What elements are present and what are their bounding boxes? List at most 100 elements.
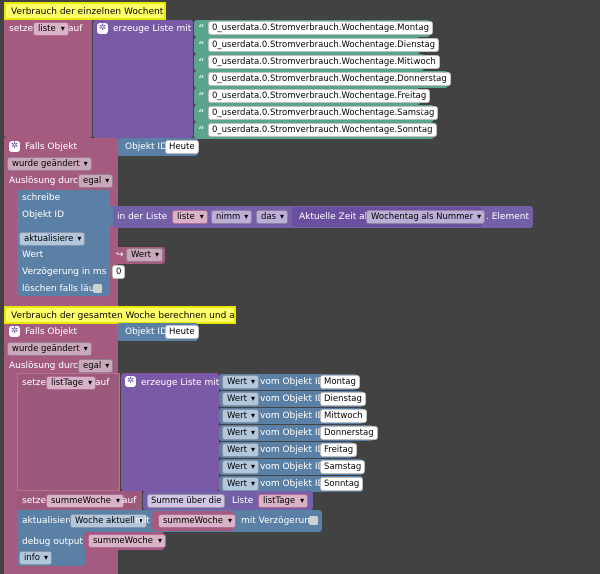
string-value-field[interactable]: 0_userdata.0.Stromverbrauch.Wochentage.M… [208,55,440,69]
vom-objekt-id-label: vom Objekt ID [260,394,325,404]
variable-summewoche[interactable]: summeWoche [46,494,125,508]
wert-dropdown[interactable]: Wert [222,409,259,423]
quote-close-icon: ” [420,124,427,138]
day-object-id-field[interactable]: Sonntag [320,477,364,491]
variable-summewoche-2[interactable]: summeWoche [158,514,237,528]
objekt-id-field[interactable]: Heute [165,140,199,154]
vom-objekt-id-label: vom Objekt ID [260,479,325,489]
comment-weekdays[interactable]: Verbrauch der einzelnen Wochentage [4,2,166,20]
setze-label: setze [9,24,34,34]
string-value-field[interactable]: 0_userdata.0.Stromverbrauch.Wochentage.F… [208,89,431,103]
string-value-field[interactable]: 0_userdata.0.Stromverbrauch.Wochentage.S… [208,123,437,137]
in-der-liste-label: in der Liste [117,212,168,222]
ausloesung-dropdown-2[interactable]: egal [78,359,114,373]
vom-objekt-id-label: vom Objekt ID [260,445,325,455]
mit-verzoegerung-label: mit Verzögerung [241,516,316,526]
quote-open-icon: “ [198,73,205,87]
wert-dropdown[interactable]: Wert [222,460,259,474]
quote-close-icon: ” [434,73,441,87]
mit-verzoegerung-checkbox[interactable] [309,516,318,525]
quote-close-icon: ” [416,22,423,36]
liste-label: Liste [232,496,254,506]
loeschen-checkbox[interactable] [93,284,102,293]
vom-objekt-id-label: vom Objekt ID [260,428,325,438]
ausloesung-label-2: Auslösung durch [9,361,84,371]
setze-label-3: setze [22,496,47,506]
string-value-field[interactable]: 0_userdata.0.Stromverbrauch.Wochentage.M… [208,21,434,35]
variable-listtage-2[interactable]: listTage [258,494,309,508]
wert-dropdown[interactable]: Wert [222,375,259,389]
wochentag-dropdown[interactable]: Wochentag als Nummer [366,210,486,224]
quote-close-icon: ” [406,90,413,104]
gear-icon[interactable]: ✲ [9,326,20,337]
quote-open-icon: “ [198,22,205,36]
variable-liste[interactable]: liste [33,22,69,36]
variable-summewoche-3[interactable]: summeWoche [88,534,167,548]
variable-liste-getter[interactable]: liste [172,210,208,224]
day-object-id-field[interactable]: Samstag [320,460,366,474]
wert-dropdown[interactable]: Wert [222,426,259,440]
auf-label-2: auf [95,378,110,388]
set-variable-block[interactable] [4,20,92,138]
vom-objekt-id-label: vom Objekt ID [260,411,325,421]
wert-dropdown[interactable]: Wert [222,392,259,406]
wert-label: Wert [22,250,44,260]
mit-label: mit [135,516,150,526]
day-object-id-field[interactable]: Mittwoch [320,409,367,423]
objekt-id-field-2[interactable]: Heute [165,325,199,339]
woche-aktuell-dropdown[interactable]: Woche aktuell [70,514,147,528]
falls-objekt-label: Falls Objekt [25,142,77,152]
das-dropdown[interactable]: das [256,210,289,224]
setze-label-2: setze [22,378,47,388]
vom-objekt-id-label: vom Objekt ID [260,462,325,472]
string-value-field[interactable]: 0_userdata.0.Stromverbrauch.Wochentage.D… [208,38,440,52]
wurde-geaendert-dropdown-2[interactable]: wurde geändert [7,342,92,356]
debug-output-label: debug output [22,537,83,547]
quote-close-icon: ” [420,107,427,121]
create-list-block[interactable] [93,20,193,138]
day-object-id-field[interactable]: Freitag [320,443,358,457]
objekt-id-label-2: Objekt ID [125,327,168,337]
quote-open-icon: “ [198,56,205,70]
wert-arrow-icon: ↪ [116,250,124,260]
comment-week-total[interactable]: Verbrauch der gesamten Woche berechnen u… [4,306,236,324]
auf-label: auf [68,24,83,34]
quote-close-icon: ” [410,56,417,70]
gear-icon[interactable]: ✲ [97,23,108,34]
ausloesung-label: Auslösung durch [9,176,84,186]
objekt-id-inner-label: Objekt ID [22,210,65,220]
wert-dropdown[interactable]: Wert [126,248,163,262]
wurde-geaendert-dropdown[interactable]: wurde geändert [7,157,92,171]
loeschen-label: löschen falls läuft [22,284,101,294]
gear-icon[interactable]: ✲ [125,376,136,387]
wert-dropdown[interactable]: Wert [222,477,259,491]
wert-dropdown[interactable]: Wert [222,443,259,457]
string-value-field[interactable]: 0_userdata.0.Stromverbrauch.Wochentage.S… [208,106,439,120]
aktualisiere-label: aktualisiere [22,516,75,526]
verzoegerung-field[interactable]: 0 [112,265,126,279]
create-list-label-2: erzeuge Liste mit [141,378,220,388]
day-object-id-field[interactable]: Montag [320,375,360,389]
falls-objekt-label-2: Falls Objekt [25,327,77,337]
day-object-id-field[interactable]: Dienstag [320,392,366,406]
info-dropdown[interactable]: info [19,551,52,565]
objekt-id-label: Objekt ID [125,142,168,152]
auf-label-3: auf [122,496,137,506]
summe-dropdown[interactable]: Summe über die [147,494,226,508]
quote-open-icon: “ [198,107,205,121]
variable-listtage[interactable]: listTage [46,376,97,390]
element-label: . Element [486,212,529,222]
quote-open-icon: “ [198,124,205,138]
day-object-id-field[interactable]: Donnerstag [320,426,378,440]
quote-open-icon: “ [198,39,205,53]
verzoegerung-label: Verzögerung in ms [22,267,107,277]
create-list-block-2[interactable] [121,373,219,491]
aktualisiere-dropdown[interactable]: aktualisiere [19,232,86,246]
nimm-dropdown[interactable]: nimm [211,210,253,224]
ausloesung-dropdown[interactable]: egal [78,174,114,188]
quote-close-icon: ” [406,39,413,53]
quote-open-icon: “ [198,90,205,104]
string-value-field[interactable]: 0_userdata.0.Stromverbrauch.Wochentage.D… [208,72,451,86]
set-listtage-block[interactable] [17,373,120,491]
gear-icon[interactable]: ✲ [9,141,20,152]
